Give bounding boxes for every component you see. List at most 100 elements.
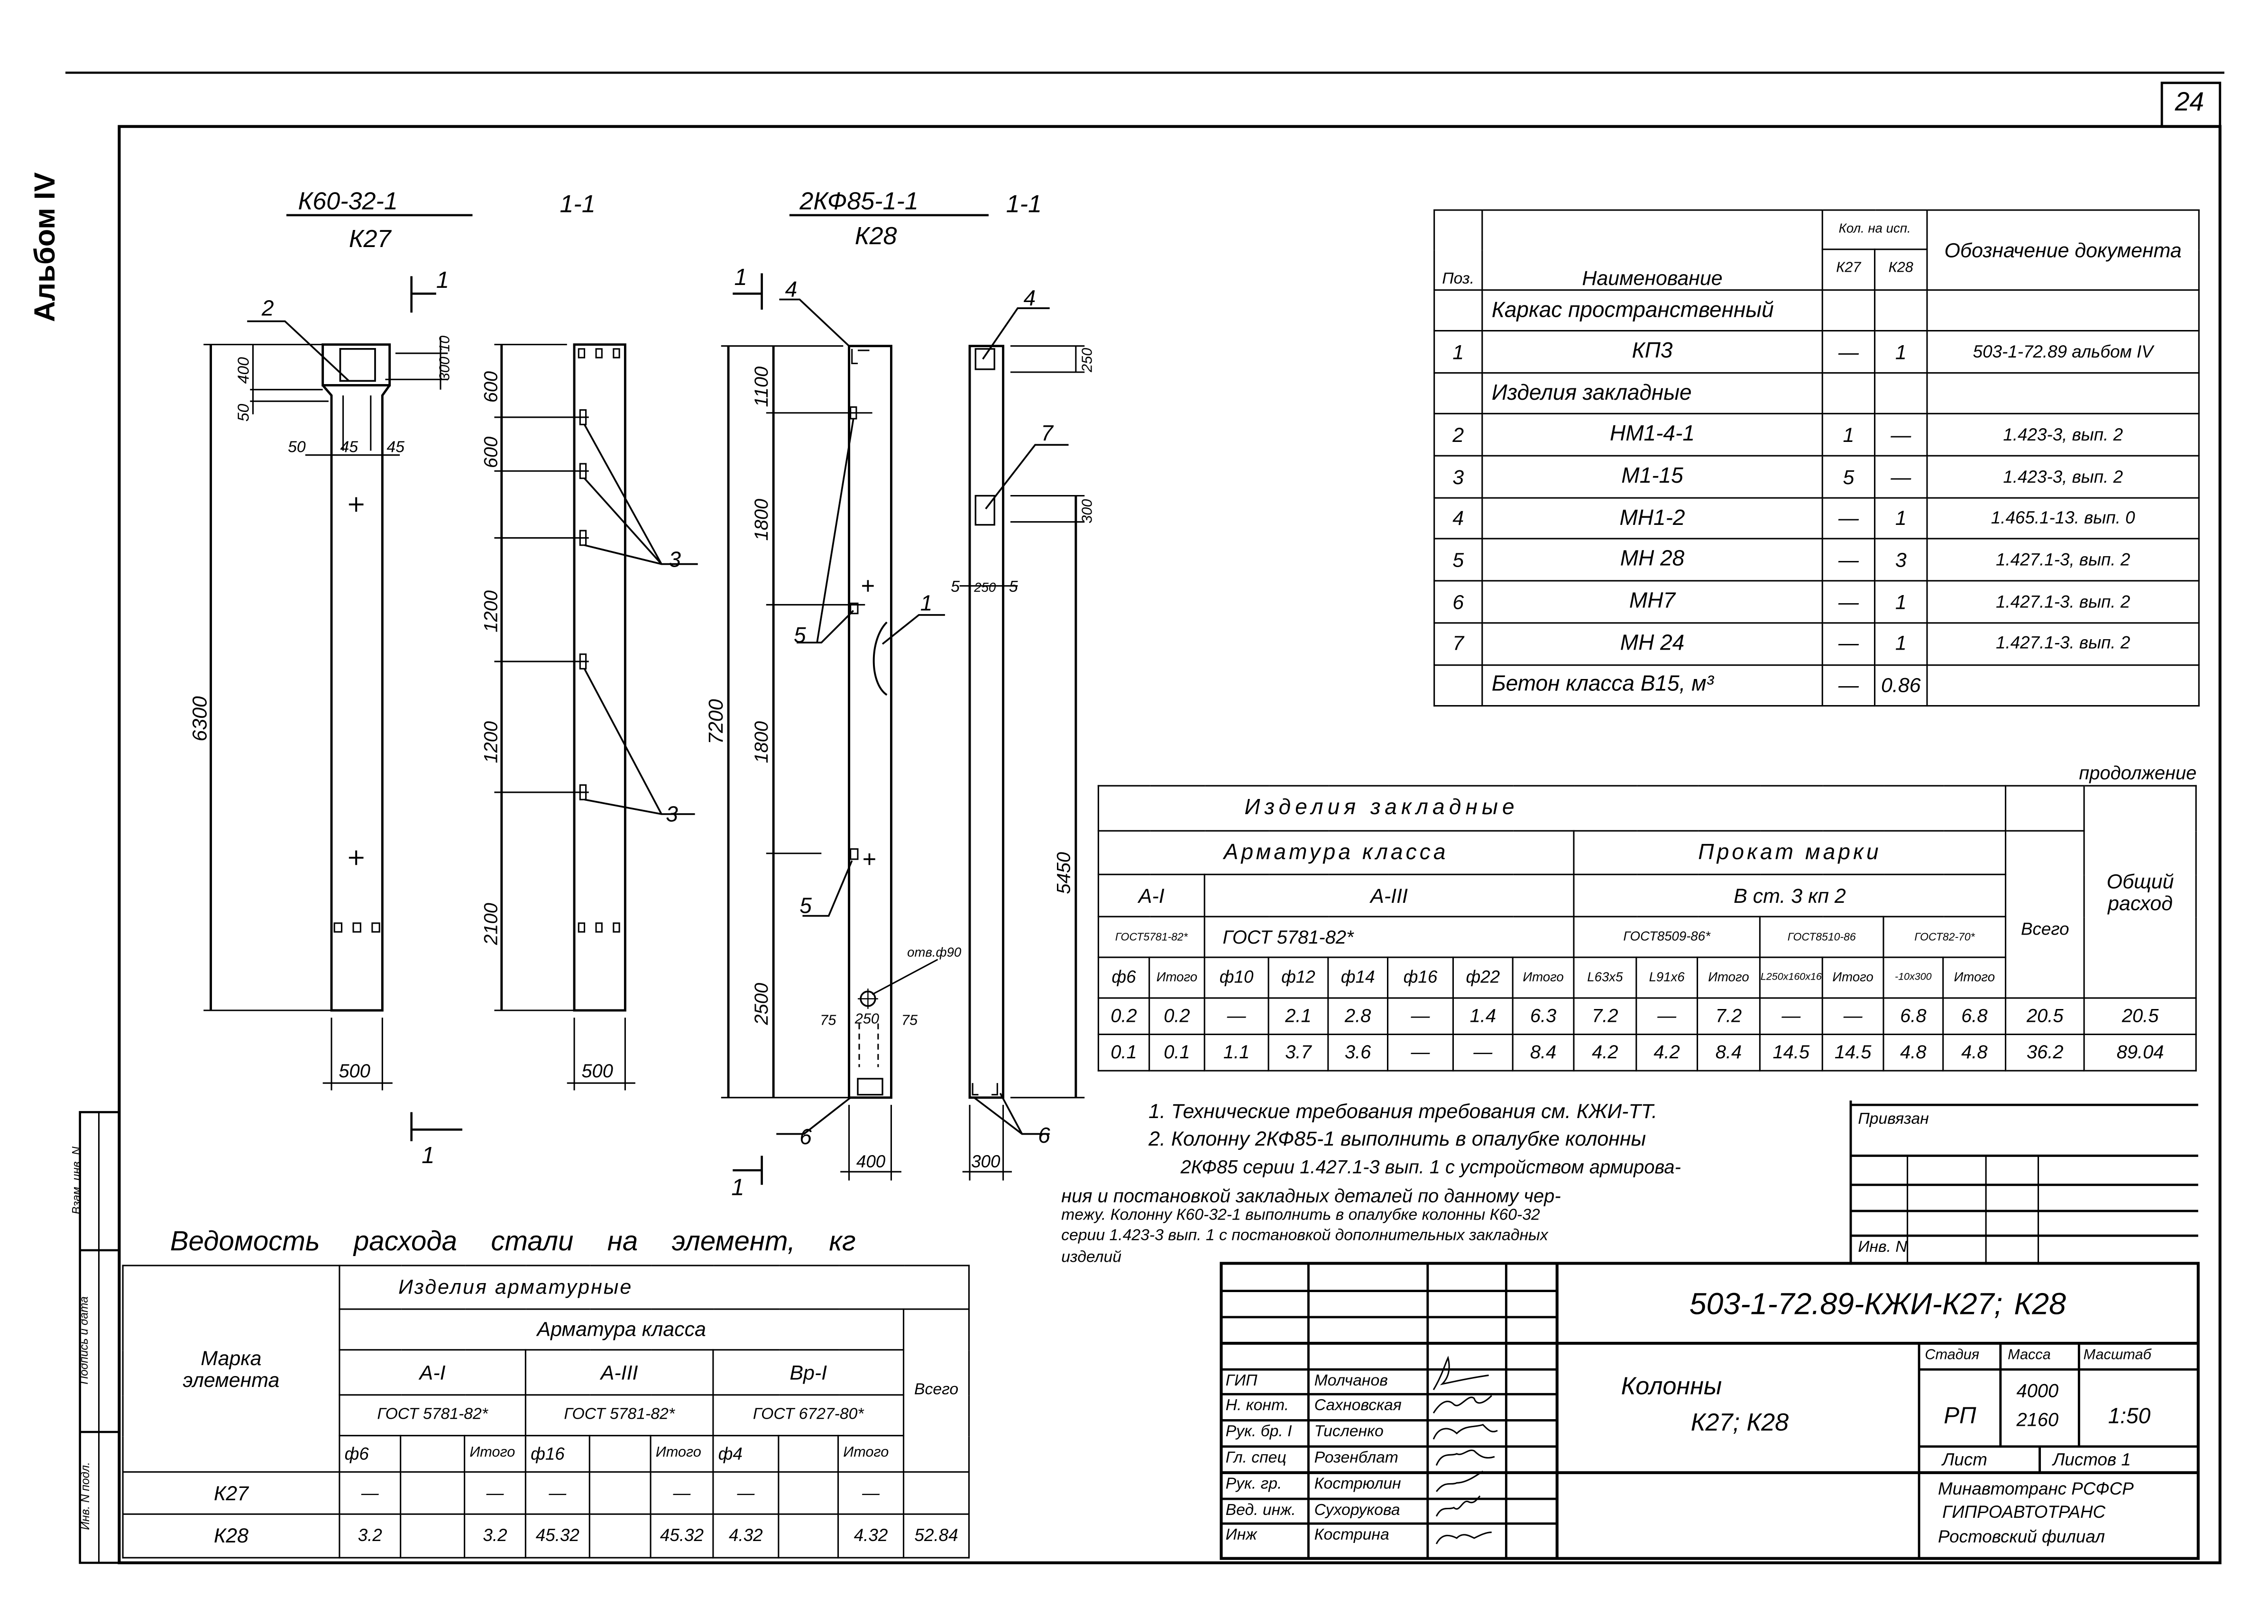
spec-doc: 1.427.1-3. вып. 2 (1926, 622, 2200, 665)
k28-section-title: 1-1 (1006, 191, 1042, 218)
spec-qty-k27 (1821, 371, 1876, 415)
spec-name: Каркас пространственный (1481, 289, 1823, 332)
spec-qty-k28: 0.86 (1874, 663, 1928, 707)
k28-hole-label: отв.ф90 (907, 945, 962, 959)
object-title: Колонны (1621, 1372, 1722, 1400)
signature-role: Рук. гр. (1225, 1475, 1282, 1493)
k28-name: К28 (855, 222, 897, 250)
steel-col-header: Итого (464, 1435, 526, 1473)
embedded-col-header: ф6 (1097, 956, 1150, 999)
embedded-col-header: Итого (1697, 956, 1761, 999)
embedded-cell: 4.8 (1882, 1033, 1944, 1072)
spec-doc: 1.465.1-13. вып. 0 (1926, 496, 2200, 540)
spec-pos (1433, 371, 1483, 415)
steel-class-a3: А-III (524, 1349, 714, 1396)
k27-section-mark-bottom: 1 (422, 1143, 434, 1168)
class-a1: А-I (1097, 873, 1205, 918)
header-name: Наименование (1481, 209, 1823, 291)
header-qty: Кол. на исп. (1821, 209, 1928, 250)
embedded-parts-table: Изделия закладные Общий расход Арматура … (1097, 785, 2197, 1072)
signature-role: Рук. бр. I (1225, 1423, 1292, 1441)
spec-qty-k27: — (1821, 496, 1876, 540)
embedded-cell: — (1759, 997, 1823, 1035)
scale-value: 1:50 (2108, 1404, 2151, 1429)
spec-qty-k28: 1 (1874, 330, 1928, 373)
signature-name: Молчанов (1314, 1372, 1388, 1390)
embedded-cell: 8.4 (1697, 1033, 1761, 1072)
k28-dim-width: 400 (856, 1152, 886, 1171)
embedded-cell: — (1387, 997, 1454, 1035)
spec-qty-k28: 1 (1874, 580, 1928, 624)
class-a3: А-III (1203, 873, 1575, 918)
k28-front-view (721, 273, 945, 1185)
k28-dim-1100: 1100 (751, 367, 772, 407)
embedded-cell: 7.2 (1573, 997, 1637, 1035)
embedded-cell: 0.2 (1097, 997, 1150, 1035)
embedded-cell: 0.1 (1097, 1033, 1150, 1072)
gost-82: ГОСТ82-70* (1882, 916, 2007, 958)
spec-qty-k28: 3 (1874, 538, 1928, 582)
embedded-col-header: L63x5 (1573, 956, 1637, 999)
k28-dim-2500: 2500 (751, 983, 772, 1026)
signature-name: Тисленко (1314, 1423, 1384, 1441)
note-2-cont-4: серии 1.423-3 вып. 1 с постановкой допол… (1061, 1227, 1548, 1245)
k28-callout-6: 6 (799, 1124, 812, 1149)
spec-qty-k27: 1 (1821, 413, 1876, 457)
org-institute: ГИПРОАВТОТРАНС (1942, 1502, 2106, 1523)
signature-name: Сахновская (1314, 1397, 1402, 1415)
spec-name: Изделия закладные (1481, 371, 1823, 415)
embedded-cell: — (1452, 1033, 1514, 1072)
gost-a3: ГОСТ 5781-82* (1203, 916, 1575, 958)
spec-qty-k28: 1 (1874, 622, 1928, 665)
steel-group-header: Изделия арматурные (339, 1265, 970, 1310)
signature-role: ГИП (1225, 1372, 1258, 1390)
embedded-cell: 6.3 (1512, 997, 1575, 1035)
embedded-cell: — (1203, 997, 1269, 1035)
embedded-cell: 0.2 (1148, 997, 1205, 1035)
k28-side-callout-6: 6 (1038, 1123, 1050, 1147)
spec-pos (1433, 289, 1483, 332)
spec-doc: 1.427.1-3, вып. 2 (1926, 538, 2200, 582)
k27-dim-width: 500 (339, 1061, 370, 1082)
steel-table-title: Ведомость расхода стали на элемент, кг (170, 1227, 856, 1258)
steel-gost-vr1: ГОСТ 6727-80* (712, 1394, 905, 1437)
k27-side-dim-width: 500 (581, 1061, 613, 1082)
signature-role: Вед. инж. (1225, 1502, 1296, 1519)
spec-qty-k27: — (1821, 622, 1876, 665)
spec-name: МН7 (1481, 580, 1823, 624)
steel-col-header: ф4 (712, 1435, 780, 1473)
embedded-cell: 8.4 (1512, 1033, 1575, 1072)
overall-header: Общий расход (2084, 785, 2197, 999)
spec-name: КП3 (1481, 330, 1823, 373)
k27-dim-45a: 45 (340, 438, 358, 456)
gost-8509: ГОСТ8509-86* (1573, 916, 1761, 958)
embedded-cell: 4.8 (1942, 1033, 2007, 1072)
inv-label: Инв. N (1858, 1239, 1907, 1257)
signatures (1432, 1356, 1498, 1544)
signature-role: Н. конт. (1225, 1397, 1289, 1415)
steel-subgroup-header: Арматура класса (339, 1308, 905, 1351)
spec-pos (1433, 663, 1483, 707)
k28-section-mark-top: 1 (734, 265, 747, 290)
k27-dim-total: 6300 (188, 696, 211, 742)
steel-row-mark: К28 (122, 1513, 340, 1559)
k28-side-dim-300: 300 (1079, 499, 1095, 523)
k28-side-dim-250: 250 (1079, 348, 1095, 373)
mass-label: Масса (2008, 1348, 2051, 1364)
k27-dim-45b: 45 (387, 438, 405, 456)
spec-qty-k27: 5 (1821, 455, 1876, 498)
k28-dim-1800a: 1800 (751, 499, 772, 541)
mark-header: Марка элемента (122, 1265, 340, 1473)
k28-side-view (959, 307, 1085, 1181)
spec-pos: 1 (1433, 330, 1483, 373)
rolled-group-header: Прокат марки (1573, 830, 2007, 875)
steel-class-a1: А-I (339, 1349, 526, 1396)
steel-col-header: ф6 (339, 1435, 402, 1473)
embedded-col-header: Итого (1821, 956, 1884, 999)
note-2-cont-3: тежу. Колонну К60-32-1 выполнить в опалу… (1061, 1206, 1540, 1224)
